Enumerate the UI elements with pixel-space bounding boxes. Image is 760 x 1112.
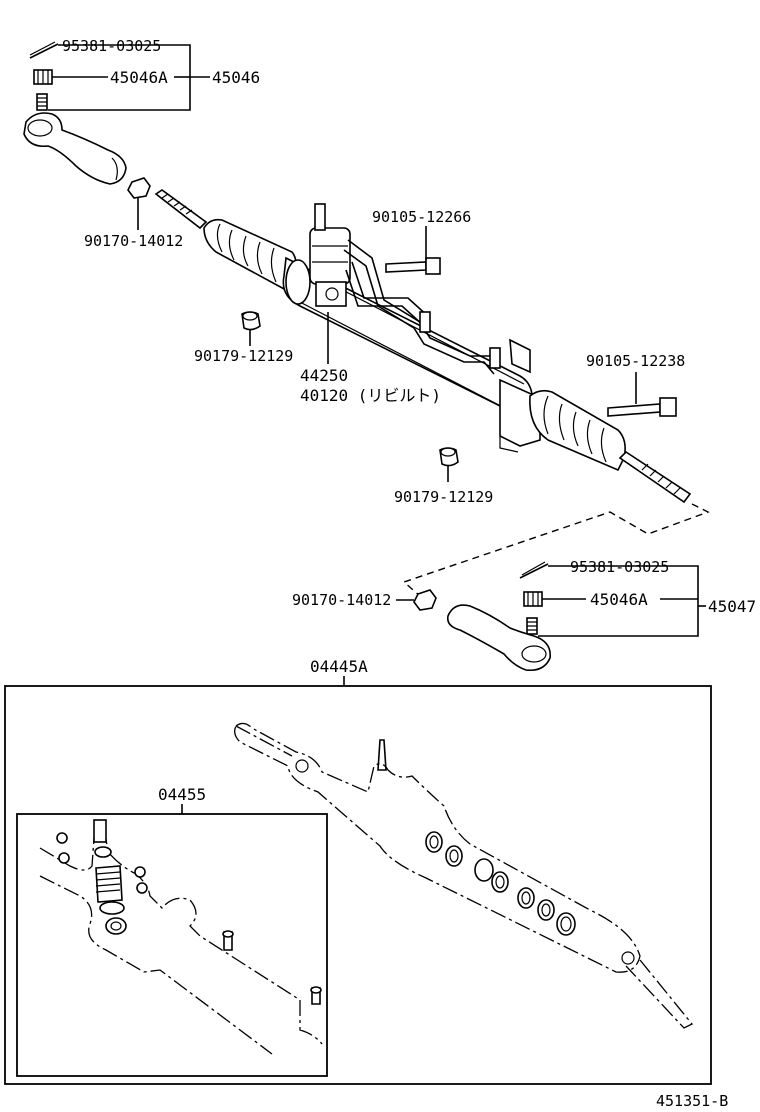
label-gear-assy: 44250	[300, 366, 348, 385]
castle-nut-top	[33, 69, 53, 85]
pinion-valve-body	[309, 203, 351, 307]
label-seal-kit: 04455	[158, 785, 206, 804]
diagram-code: 451351-B	[656, 1092, 728, 1110]
label-nut-right: 45046A	[590, 590, 648, 609]
label-lock-nut-right: 90170-14012	[292, 591, 391, 609]
castle-nut-right	[523, 591, 543, 607]
label-bushing-right: 90179-12129	[394, 488, 493, 506]
lock-nut-right	[413, 589, 437, 611]
cotter-pin-right	[519, 561, 549, 579]
seal-kit-box	[16, 813, 328, 1077]
tie-rod-end-left	[23, 112, 127, 185]
gasket-kit-housing-outline	[234, 722, 694, 1029]
label-bolt-right: 90105-12238	[586, 352, 685, 370]
bushing-left	[241, 311, 261, 331]
label-bolt-upper: 90105-12266	[372, 208, 471, 226]
boot-left	[203, 218, 297, 292]
bolt-right	[607, 397, 677, 417]
label-lock-nut-left: 90170-14012	[84, 232, 183, 250]
seal-kit-valve-outline	[39, 819, 323, 1055]
ball-stud-right	[526, 617, 538, 635]
label-gear-rebuilt: 40120 (リビルト)	[300, 386, 441, 405]
label-cotter-pin-right: 95381-03025	[570, 558, 669, 576]
hydraulic-lines	[343, 239, 501, 375]
tie-rod-end-right	[446, 604, 551, 672]
label-gasket-kit: 04445A	[310, 657, 368, 676]
gasket-kit-box	[4, 685, 712, 1085]
kit-seals	[425, 831, 576, 936]
inner-tie-rod-right	[618, 450, 692, 504]
bolt-upper	[385, 257, 441, 275]
ball-stud-left	[36, 93, 48, 111]
bushing-right	[439, 447, 459, 467]
lock-nut-left	[127, 177, 151, 199]
label-nut-top: 45046A	[110, 68, 168, 87]
boot-right	[529, 389, 626, 472]
label-bushing-left: 90179-12129	[194, 347, 293, 365]
inner-tie-rod-left	[154, 189, 208, 230]
label-cotter-pin-top: 95381-03025	[62, 37, 161, 55]
label-tie-rod-end-right: 45047	[708, 597, 756, 616]
label-tie-rod-end-left: 45046	[212, 68, 260, 87]
cotter-pin-top	[29, 41, 59, 59]
